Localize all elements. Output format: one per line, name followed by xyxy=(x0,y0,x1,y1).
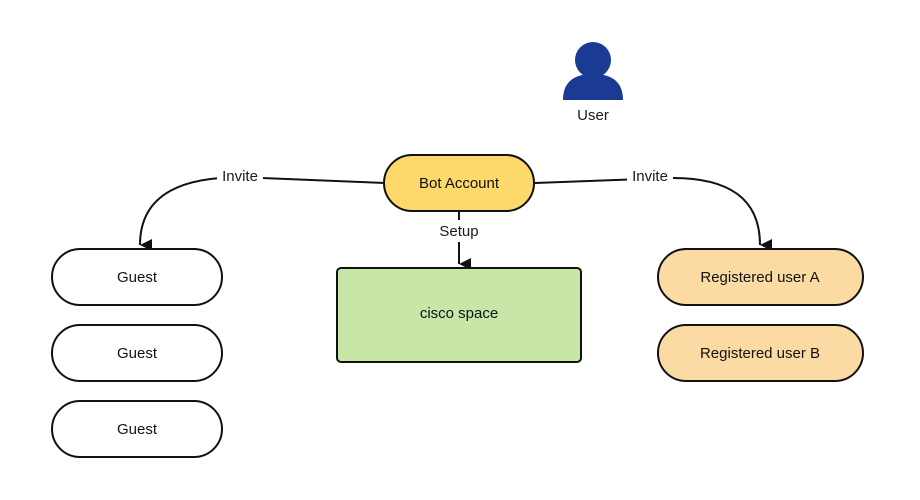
invite-left-label: Invite xyxy=(222,168,258,185)
guest-node[interactable]: Guest xyxy=(51,400,223,458)
registered-user-a-label: Registered user A xyxy=(700,269,819,286)
registered-user-shape xyxy=(657,248,864,306)
cisco-space-shape xyxy=(336,267,582,363)
guest-label: Guest xyxy=(117,345,158,362)
guest-shape xyxy=(51,324,223,382)
guest-shape xyxy=(51,400,223,458)
guest-label: Guest xyxy=(117,269,158,286)
cisco-space-label: cisco space xyxy=(420,305,498,322)
guest-label: Guest xyxy=(117,421,158,438)
registered-user-b-node[interactable]: Registered user B xyxy=(657,324,864,382)
invite-left-edge xyxy=(139,176,385,252)
setup-label: Setup xyxy=(439,223,478,240)
registered-user-b-label: Registered user B xyxy=(700,345,820,362)
invite-right-label: Invite xyxy=(632,168,668,185)
bot-account-shape xyxy=(383,154,535,212)
registered-user-shape xyxy=(657,324,864,382)
bot-account-node[interactable]: Bot Account xyxy=(383,154,535,212)
person-icon xyxy=(563,42,623,100)
guest-node[interactable]: Guest xyxy=(51,324,223,382)
registered-user-a-node[interactable]: Registered user A xyxy=(657,248,864,306)
invite-right-edge xyxy=(534,176,773,251)
guest-shape xyxy=(51,248,223,306)
guest-node[interactable]: Guest xyxy=(51,248,223,306)
cisco-space-node[interactable]: cisco space xyxy=(336,267,582,363)
bot-account-label: Bot Account xyxy=(419,175,500,192)
user-label: User xyxy=(577,107,609,124)
